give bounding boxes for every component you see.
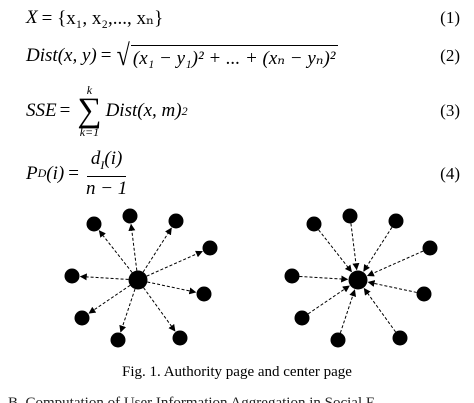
edge-arrow [98, 230, 133, 273]
equation-1: X = {x₁, x₂,..., xₙ} (1) [26, 4, 460, 32]
outer-node [172, 330, 188, 346]
edge-arrow [299, 275, 349, 283]
equation-3-body: SSE = k ∑ k=1 Dist (x, m)2 [26, 84, 428, 138]
sum-lower-limit: k=1 [79, 125, 100, 139]
p-symbol: P [26, 162, 38, 184]
edge-arrow [79, 273, 129, 281]
equation-2-number: (2) [440, 46, 460, 65]
edge-arrow [128, 223, 138, 271]
edge-arrow [350, 223, 360, 271]
outer-node [122, 208, 138, 224]
outer-node [416, 286, 432, 302]
outer-node [110, 332, 126, 348]
d-symbol: d [90, 147, 101, 169]
edge-arrow [147, 281, 197, 295]
equals-sign: = [59, 100, 71, 121]
outer-node [64, 268, 80, 284]
equation-3: SSE = k ∑ k=1 Dist (x, m)2 (3) [26, 82, 460, 140]
radicand: (x₁ − y₁)² + ... + (xₙ − yₙ)² [130, 45, 338, 70]
fraction-numerator: dI(i) [86, 147, 127, 178]
d-argument: (i) [104, 147, 123, 169]
edge-arrow [367, 280, 417, 293]
equation-3-number: (3) [440, 101, 460, 120]
outer-node [342, 208, 358, 224]
edge-arrow [339, 289, 357, 334]
edge-arrow [143, 287, 176, 332]
edge-arrow [142, 227, 172, 273]
center-page-diagram [284, 208, 438, 348]
set-definition: = {x₁, x₂,..., xₙ} [41, 7, 164, 29]
central-node [128, 270, 148, 290]
symbol-x: X [26, 7, 38, 28]
outer-node [330, 332, 346, 348]
edge-arrow [307, 285, 350, 315]
dist-arguments: (x, m) [137, 100, 182, 121]
equation-2-body: Dist (x, y) = √ (x₁ − y₁)² + ... + (xₙ −… [26, 39, 428, 72]
outer-node [392, 330, 408, 346]
outer-node [306, 216, 322, 232]
sse-symbol: SSE [26, 100, 57, 121]
edge-arrow [363, 227, 393, 272]
summation: k ∑ k=1 [77, 84, 101, 138]
edge-arrow [88, 284, 131, 314]
outer-node [388, 213, 404, 229]
dist-arguments: (x, y) [57, 45, 97, 66]
square-root: √ (x₁ − y₁)² + ... + (xₙ − yₙ)² [115, 39, 338, 72]
p-subscript: D [37, 166, 47, 181]
square-exponent: 2 [181, 103, 188, 118]
equation-2: Dist (x, y) = √ (x₁ − y₁)² + ... + (xₙ −… [26, 36, 460, 76]
outer-node [202, 240, 218, 256]
equation-1-body: X = {x₁, x₂,..., xₙ} [26, 7, 428, 30]
outer-node [168, 213, 184, 229]
sigma-icon: ∑ [77, 92, 102, 129]
edge-arrow [146, 250, 203, 277]
outer-node [422, 240, 438, 256]
equation-1-number: (1) [440, 8, 460, 27]
d-subscript: I [100, 157, 105, 172]
dist-symbol: Dist [26, 45, 58, 66]
outer-node [74, 310, 90, 326]
edge-arrow [363, 287, 397, 333]
edge-arrow [318, 229, 352, 273]
fraction-denominator: n − 1 [85, 178, 128, 200]
central-node [348, 270, 368, 290]
sum-upper-limit: k [86, 83, 93, 97]
equation-4-number: (4) [440, 164, 460, 183]
next-section-heading: B. Computation of User Information Aggre… [8, 395, 376, 403]
outer-node [284, 268, 300, 284]
outer-node [196, 286, 212, 302]
edge-arrow [119, 288, 136, 333]
dist-symbol: Dist [105, 100, 138, 121]
p-argument: (i) [46, 162, 65, 184]
radical-sign-icon: √ [117, 39, 131, 72]
fraction: dI(i) n − 1 [86, 148, 127, 201]
outer-node [86, 216, 102, 232]
outer-node [294, 310, 310, 326]
figure-caption: Fig. 1. Authority page and center page [122, 364, 352, 380]
equals-sign: = [100, 45, 112, 66]
equals-sign: = [68, 162, 79, 184]
edge-arrow [366, 250, 424, 277]
authority-page-diagram [64, 208, 218, 348]
